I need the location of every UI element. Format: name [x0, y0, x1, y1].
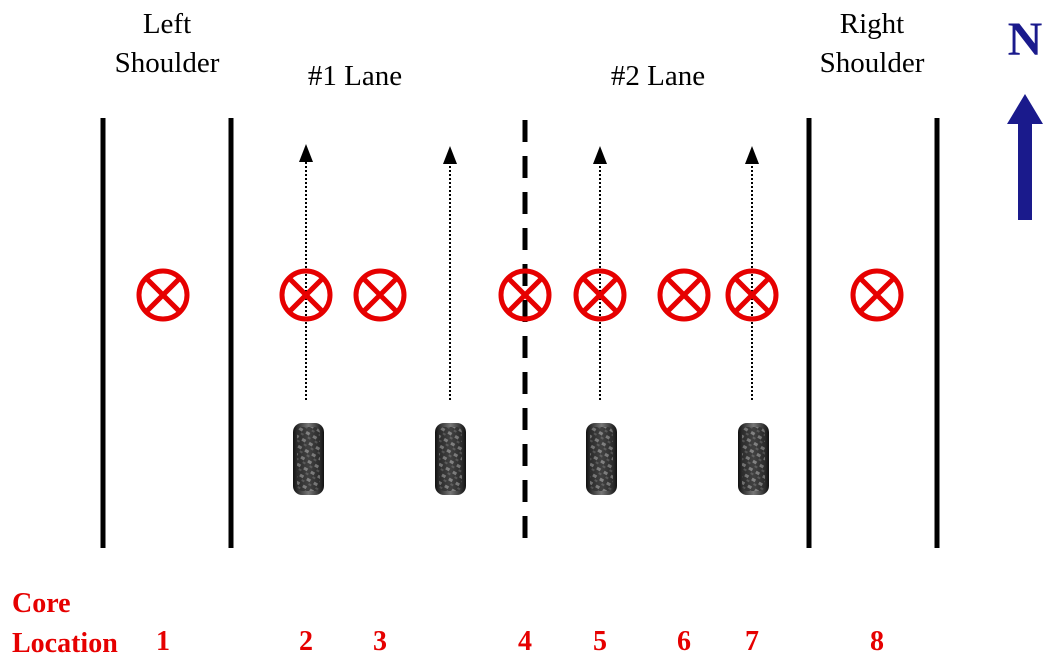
tire-icon: [586, 423, 617, 495]
right-shoulder-header-line2: Shoulder: [820, 47, 925, 79]
core-location-number: 3: [373, 626, 387, 657]
core-location-number: 4: [518, 626, 532, 657]
tires: [293, 423, 769, 495]
core-label-line1: Core: [12, 588, 71, 619]
left-shoulder-header-line1: Left: [143, 8, 191, 40]
section-headers: Left Shoulder #1 Lane #2 Lane Right Shou…: [115, 8, 925, 92]
core-location-number: 1: [156, 626, 170, 657]
core-marker-icon: [573, 268, 627, 322]
left-shoulder-header-line2: Shoulder: [115, 47, 220, 79]
core-location-number: 5: [593, 626, 607, 657]
north-arrow-icon: [1007, 94, 1043, 220]
core-marker-icon: [725, 268, 779, 322]
core-location-number: 7: [745, 626, 759, 657]
lane1-header: #1 Lane: [308, 60, 402, 92]
core-marker-icon: [279, 268, 333, 322]
arrow-up-icon: [299, 144, 313, 400]
arrow-up-icon: [593, 146, 607, 400]
core-marker-icon: [498, 268, 552, 322]
core-location-number: 8: [870, 626, 884, 657]
pavement-lines: [100, 118, 940, 548]
tire-icon: [738, 423, 769, 495]
tire-icon: [435, 423, 466, 495]
core-label-line2: Location: [12, 628, 118, 658]
core-location-labels: Core Location 1 2 3 4 5 6 7 8: [12, 588, 884, 658]
right-shoulder-header-line1: Right: [840, 8, 904, 40]
core-marker-icon: [850, 268, 904, 322]
arrow-up-icon: [745, 146, 759, 400]
north-label: N: [1008, 13, 1043, 66]
core-marker-icon: [657, 268, 711, 322]
wheel-path-arrows: [299, 144, 759, 400]
core-location-number: 6: [677, 626, 691, 657]
arrow-up-icon: [443, 146, 457, 400]
lane2-header: #2 Lane: [611, 60, 705, 92]
core-marker-icon: [136, 268, 190, 322]
north-indicator: N: [1007, 13, 1043, 220]
core-location-number: 2: [299, 626, 313, 657]
core-markers: [136, 268, 904, 322]
tire-icon: [293, 423, 324, 495]
core-marker-icon: [353, 268, 407, 322]
